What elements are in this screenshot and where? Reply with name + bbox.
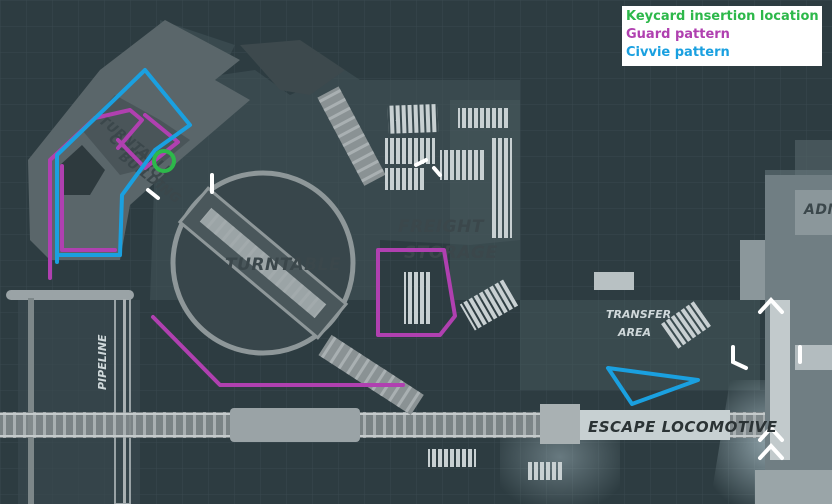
map-label-admin: ADM [803, 202, 832, 218]
map-label-escape-locomotive: ESCAPE LOCOMOTIVE [588, 418, 778, 436]
map-label-transfer-line-1: TRANSFER [606, 308, 671, 321]
legend-guard: Guard pattern [626, 27, 730, 42]
trains [230, 404, 730, 444]
freight-crates [385, 104, 711, 480]
civvie-pattern [55, 68, 700, 406]
admin-building [740, 175, 832, 504]
map-legend: Keycard insertion location Guard pattern… [622, 6, 822, 66]
pipeline [6, 290, 134, 504]
map-label-transfer-line-2: AREA [617, 326, 651, 339]
turntable [170, 170, 356, 356]
guard-pattern [48, 108, 457, 387]
map-label-pipeline: PIPELINE [96, 334, 109, 390]
marker-chevrons [146, 158, 802, 460]
keycard-location-marker [152, 149, 176, 173]
legend-keycard: Keycard insertion location [626, 9, 819, 24]
map-label-freight-line-2: STORAGE [404, 243, 498, 263]
map-label-turntable: TURNTABLE [225, 255, 341, 275]
legend-civvie: Civvie pattern [626, 45, 730, 60]
map-label-freight-line-1: FREIGHT [398, 217, 485, 237]
